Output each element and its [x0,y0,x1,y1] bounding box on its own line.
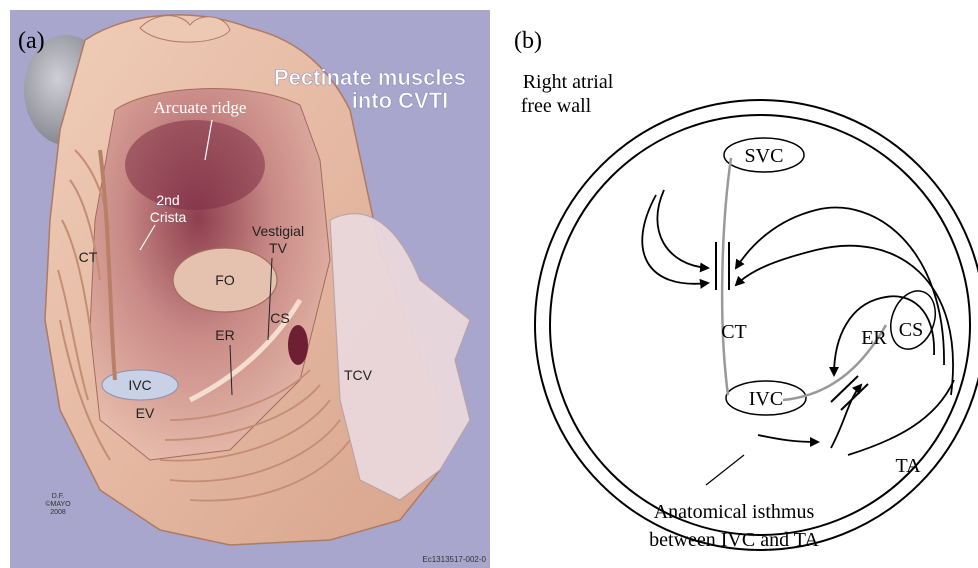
er-label: ER [215,327,234,343]
isthmus-label-line1: Anatomical isthmus [654,501,815,523]
free-wall-label-line2: free wall [521,95,592,117]
signature-line3: 2008 [50,509,66,516]
pectinate-title-line1: Pectinate muscles [274,65,466,90]
isthmus-label-line2: between IVC and TA [649,529,819,551]
anatomy-illustration: Pectinate muscles into CVTI Arcuate ridg… [0,0,496,568]
tcv-label: TCV [344,367,373,383]
cs-label: CS [270,310,289,326]
coronary-sinus-ostium [288,325,308,365]
fo-label: FO [215,272,235,288]
arcuate-ridge-label: Arcuate ridge [154,98,247,117]
panel-b-schematic: Right atrial free wall SVC CT IVC ER CS … [496,0,978,568]
ta-lower-arc [848,380,954,455]
ta-label: TA [895,455,921,477]
pectinate-title-line2: into CVTI [352,88,449,113]
panel-a-anatomy: Pectinate muscles into CVTI Arcuate ridg… [0,0,496,568]
signature-line2: ©MAYO [45,500,71,508]
vestigial-tv-label-line2: TV [269,240,288,256]
svc-label: SVC [745,145,784,167]
schematic-diagram: Right atrial free wall SVC CT IVC ER CS … [496,0,978,568]
ct-label-b: CT [721,321,747,343]
ev-label: EV [136,405,155,421]
vestigial-tv-label-line1: Vestigial [252,223,304,239]
freewall-arrow-1 [657,190,708,268]
er-label-b: ER [861,327,887,349]
freewall-arrow-2 [642,195,708,284]
free-wall-label-line1: Right atrial [523,71,614,93]
cs-label-b: CS [899,319,923,341]
figure-code: Ec1313517-002-0 [422,555,486,564]
isthmus-leader [706,455,744,485]
panel-b-letter: (b) [514,28,542,55]
signature-line1: D.F. [52,493,65,500]
second-crista-label-line1: 2nd [156,192,179,208]
panel-a-letter: (a) [18,28,45,55]
isthmus-arrow [758,435,818,442]
ct-label: CT [79,249,98,265]
ivc-label: IVC [128,377,151,393]
cavity-shadow [125,120,265,210]
ivc-label-b: IVC [749,388,783,410]
second-crista-label-line2: Crista [150,209,187,225]
